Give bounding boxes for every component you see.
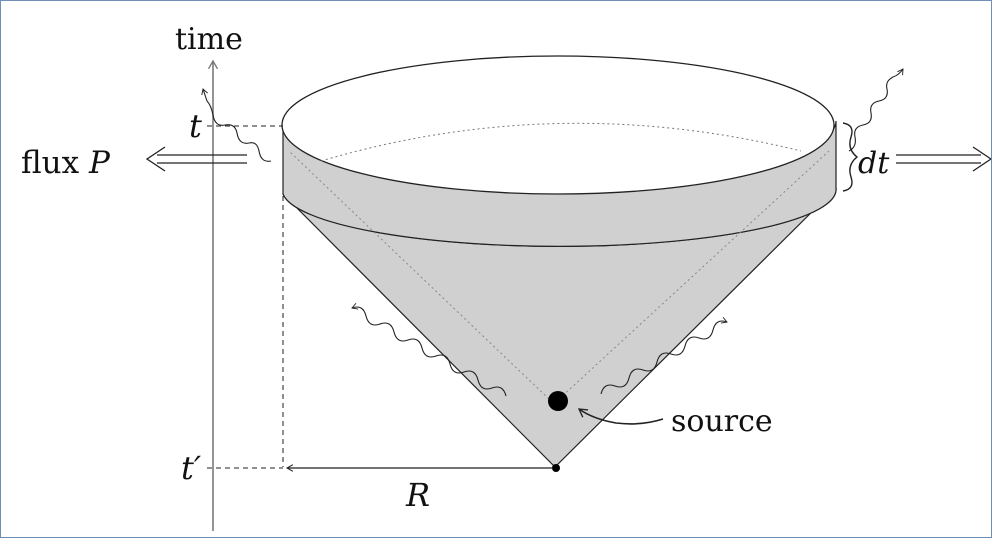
R-label: R [405, 476, 430, 514]
source-point [548, 391, 568, 411]
dt-label: dt [858, 146, 890, 181]
flux-wave-left [201, 88, 272, 162]
time-axis-label: time [175, 22, 243, 57]
cylinder-top [281, 55, 835, 195]
t-label: t [189, 107, 202, 145]
flux-word: flux [21, 145, 80, 181]
apex-point [552, 464, 560, 472]
flux-double-arrow-right [896, 146, 991, 172]
wave-ray-left [351, 302, 507, 397]
flux-wave-right [848, 68, 904, 152]
source-label: source [671, 404, 773, 439]
flux-symbol: P [88, 145, 111, 181]
t-prime-label: t′ [181, 449, 202, 487]
flux-label: flux P [21, 145, 111, 181]
flux-double-arrow-left [145, 146, 247, 172]
dt-brace [842, 122, 859, 192]
source-pointer-arrow [577, 408, 664, 425]
wave-ray-right [600, 316, 728, 395]
dotted-ray-right [558, 150, 830, 400]
